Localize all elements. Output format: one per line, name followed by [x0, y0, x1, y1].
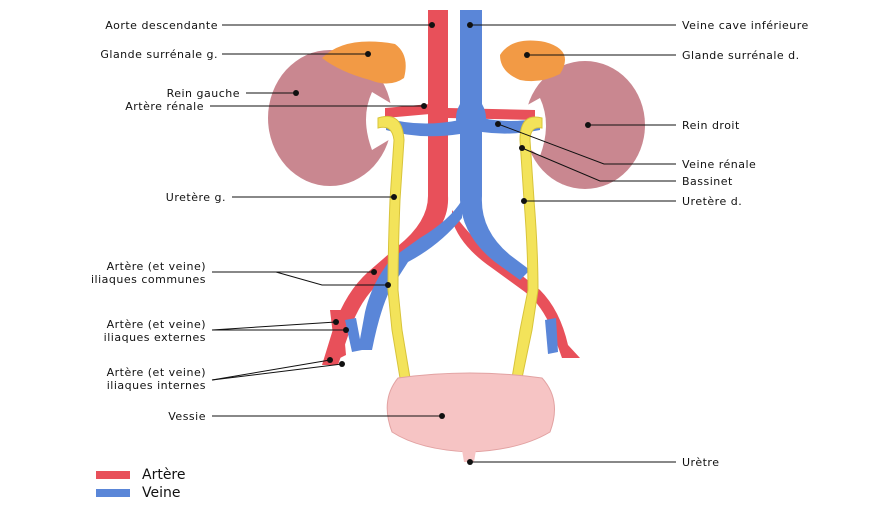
- dot-uretre: [467, 459, 473, 465]
- dot-uretere-g: [391, 194, 397, 200]
- right-iliac-vein-branch: [545, 318, 558, 354]
- label-artere-renale: Artère rénale: [125, 100, 204, 113]
- legend-vein: Veine: [96, 484, 186, 502]
- label-rein-d: Rein droit: [682, 119, 740, 132]
- dot-iliaques-communes-v: [385, 282, 391, 288]
- label-aorte: Aorte descendante: [105, 19, 218, 32]
- dot-iliaques-externes-v: [343, 327, 349, 333]
- dot-glande-d: [524, 52, 530, 58]
- dot-uretere-d: [521, 198, 527, 204]
- dot-iliaques-communes-a: [371, 269, 377, 275]
- dot-vessie: [439, 413, 445, 419]
- label-glande-g: Glande surrénale g.: [100, 48, 218, 61]
- dot-rein-d: [585, 122, 591, 128]
- label-glande-d: Glande surrénale d.: [682, 49, 800, 62]
- dot-iliaques-internes-v: [339, 361, 345, 367]
- legend-artery-swatch: [96, 471, 130, 479]
- dot-iliaques-externes-a: [333, 319, 339, 325]
- label-uretere-d: Uretère d.: [682, 195, 742, 208]
- label-iliaques-externes-2: iliaques externes: [104, 331, 206, 344]
- legend-vein-label: Veine: [142, 485, 180, 501]
- label-iliaques-externes-1: Artère (et veine): [107, 318, 206, 331]
- bladder: [387, 373, 554, 452]
- dot-veine-cave: [467, 22, 473, 28]
- dot-iliaques-internes-a: [327, 357, 333, 363]
- label-uretere-g: Uretère g.: [166, 191, 226, 204]
- label-bassinet: Bassinet: [682, 175, 733, 188]
- dot-veine-renale: [495, 121, 501, 127]
- dot-bassinet: [519, 145, 525, 151]
- label-iliaques-internes-2: iliaques internes: [107, 379, 206, 392]
- label-iliaques-communes-2: iliaques communes: [91, 273, 206, 286]
- label-uretre: Urètre: [682, 456, 719, 469]
- legend-artery: Artère: [96, 466, 186, 484]
- legend-artery-label: Artère: [142, 467, 186, 483]
- dot-aorte: [429, 22, 435, 28]
- label-iliaques-communes-1: Artère (et veine): [107, 260, 206, 273]
- dot-artere-renale: [421, 103, 427, 109]
- right-adrenal-gland: [500, 41, 565, 82]
- leader-iliaques-internes-2: [212, 364, 342, 380]
- label-veine-renale: Veine rénale: [682, 158, 756, 171]
- legend-vein-swatch: [96, 489, 130, 497]
- label-rein-g: Rein gauche: [167, 87, 240, 100]
- leader-iliaques-internes-1: [212, 360, 330, 380]
- legend: Artère Veine: [96, 466, 186, 502]
- leader-iliaques-externes-1: [212, 322, 336, 330]
- label-vessie: Vessie: [168, 410, 206, 423]
- dot-rein-g: [293, 90, 299, 96]
- dot-glande-g: [365, 51, 371, 57]
- label-iliaques-internes-1: Artère (et veine): [107, 366, 206, 379]
- label-veine-cave: Veine cave inférieure: [682, 19, 809, 32]
